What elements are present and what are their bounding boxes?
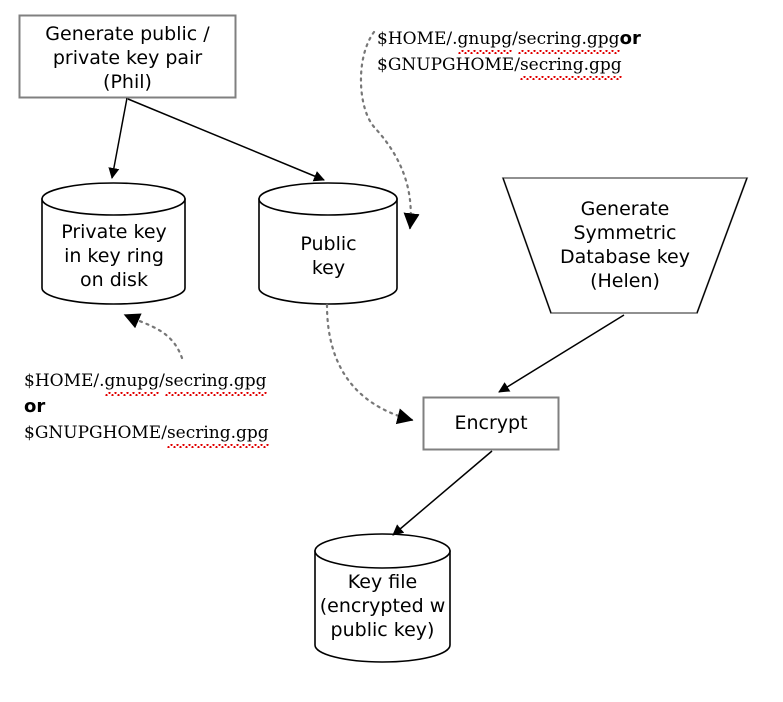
annotation-bottom-left-or: or (24, 396, 46, 417)
edge-keypair-to-private-key (108, 97, 128, 179)
annotation-bottom-left-line-3: $GNUPGHOME/secring.gpg (24, 420, 269, 448)
annotation-bottom-left-line1-b: gnupg (104, 368, 159, 396)
annotation-bottom-left-line3-b: secring.gpg (166, 420, 269, 448)
annotation-top-right-line1-b: gnupg (457, 26, 512, 54)
annotation-top-right-line1-c: / (512, 29, 518, 49)
node-generate-symmetric-key-sides (502, 177, 748, 314)
node-key-file-shape (314, 533, 451, 663)
annotation-bottom-left-line1-c: / (159, 371, 165, 391)
edge-public-key-to-encrypt (325, 303, 414, 425)
edge-bottom-annotation-to-private-key (123, 313, 184, 360)
node-encrypt-shape (422, 396, 560, 451)
annotation-top-right-line-1: $HOME/.gnupg/secring.gpgor (377, 26, 641, 54)
node-generate-symmetric-key-shape (501, 177, 749, 314)
node-public-key-shape (258, 182, 398, 305)
edge-encrypt-to-key-file (392, 450, 493, 536)
node-generate-keypair-shape (18, 14, 237, 99)
annotation-top-right-line1-a: $HOME/. (377, 29, 458, 49)
annotation-bottom-left-line-2: or (24, 394, 269, 420)
annotation-top-right: $HOME/.gnupg/secring.gpgor $GNUPGHOME/se… (377, 26, 641, 80)
edge-keypair-to-public-key (127, 98, 325, 182)
annotation-bottom-left: $HOME/.gnupg/secring.gpg or $GNUPGHOME/s… (24, 368, 269, 448)
annotation-bottom-left-line3-a: $GNUPGHOME/ (24, 423, 167, 443)
annotation-top-right-line2-a: $GNUPGHOME/ (377, 55, 520, 75)
annotation-bottom-left-line-1: $HOME/.gnupg/secring.gpg (24, 368, 269, 396)
annotation-top-right-line2-b: secring.gpg (519, 52, 622, 80)
annotation-top-right-line1-d: secring.gpg (517, 26, 620, 54)
node-private-key-shape (41, 182, 186, 305)
annotation-bottom-left-line1-a: $HOME/. (24, 371, 105, 391)
annotation-top-right-or: or (619, 28, 641, 49)
edge-symmetric-key-to-encrypt (498, 314, 625, 393)
annotation-bottom-left-line1-d: secring.gpg (164, 368, 267, 396)
annotation-top-right-line-2: $GNUPGHOME/secring.gpg (377, 52, 641, 80)
